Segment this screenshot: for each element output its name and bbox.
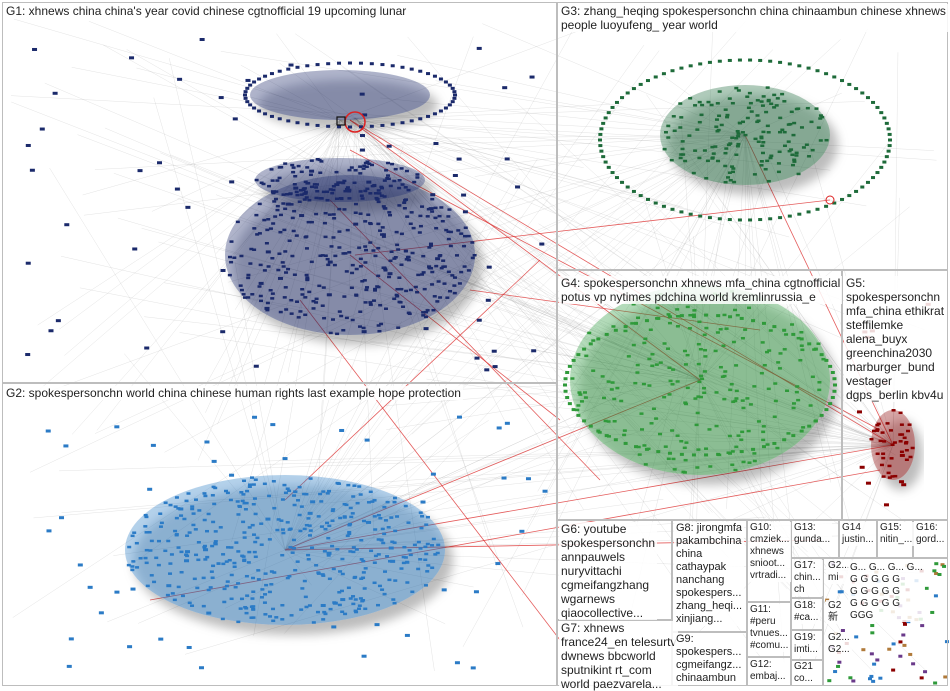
group-label-g8: G8: jirongmfa pakambchina china cathaypa… [674,522,744,626]
group-label-g19: G19: imti... [792,632,820,656]
group-label-small-groups: G... G... G... G... G G G G G G G G G G … [848,562,925,622]
group-label-g7: G7: xhnews france24_en telesurtv dwnews … [559,621,678,691]
group-label-g21: G21 co... [792,661,815,685]
group-label-g2: G2: spokespersonchn world china chinese … [4,386,463,400]
group-label-g6: G6: youtube spokespersonchn annpauwels n… [559,522,657,620]
group-label-g11: G11: #peru tvnues... #comu... [748,604,790,652]
group-label-g18: G18: #ca... [792,600,820,624]
group-label-g3: G3: zhang_heqing spokespersonchn china c… [559,4,948,32]
group-label-g9: G9: spokespers... cgmeifangz... chinaamb… [674,633,743,685]
group-label-g16: G16: gord... [914,522,946,546]
group-label-g13: G13: gunda... [792,522,832,546]
group-label-g17: G17: chin... ch [792,560,823,596]
group-label-g23: G2... G2... [826,632,852,656]
group-label-g5: G5: spokespersonchn mfa_china ethikrat s… [844,276,946,402]
group-label-g10: G10: cmziek... xhnews snioot... vrtradi.… [748,522,791,582]
group-label-g1: G1: xhnews china china's year covid chin… [4,4,408,18]
group-label-g14: G14 justin... [840,522,876,546]
cluster-g2-core [125,475,445,625]
cluster-g4-core [570,285,830,475]
cluster-g1-upper [250,70,430,120]
group-label-g12: G12: embaj... [748,659,788,683]
group-label-g4: G4: spokespersonchn xhnews mfa_china cgt… [559,276,842,304]
group-label-g22: G2 新 [826,600,843,624]
group-label-g15: G15: nitin_... [878,522,914,546]
